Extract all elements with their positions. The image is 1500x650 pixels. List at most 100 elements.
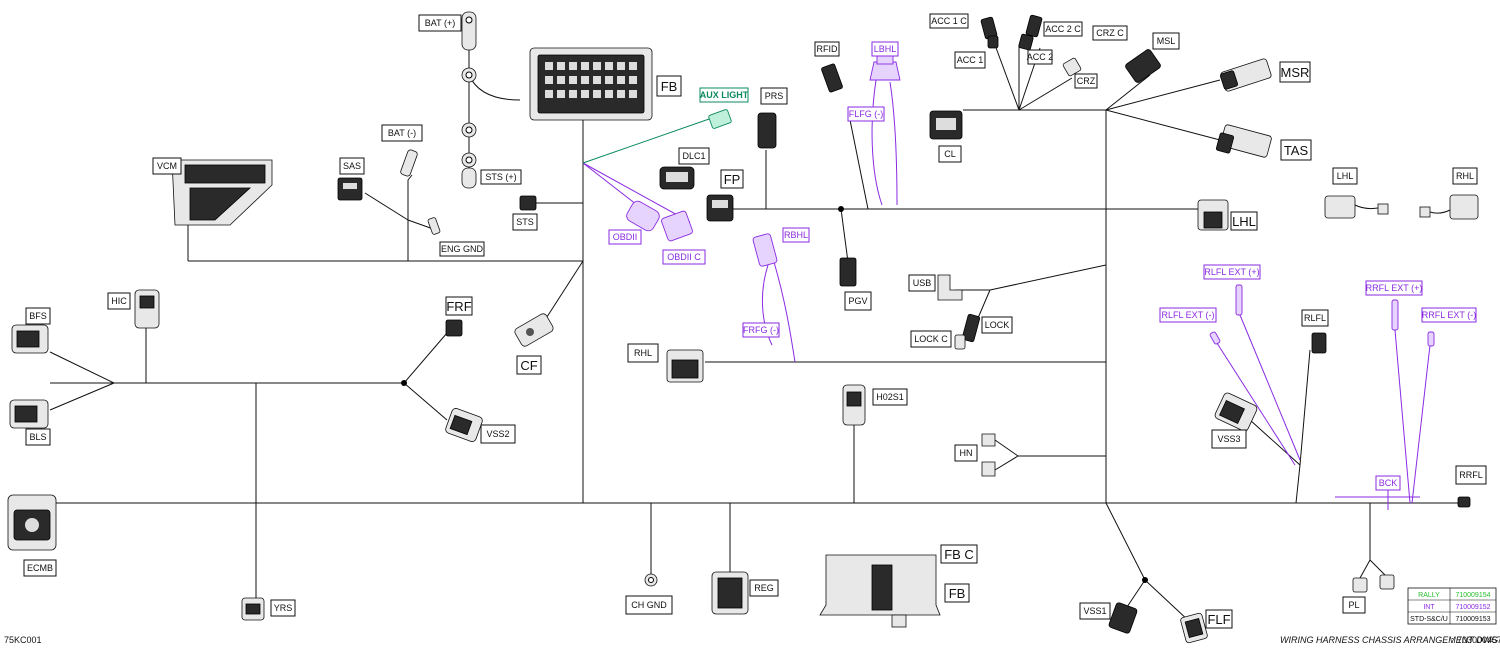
rev-row-2-part: 710009153	[1455, 616, 1490, 623]
label-ch-gnd: CH GND	[631, 600, 667, 610]
label-acc2: ACC 2	[1027, 52, 1054, 62]
label-dlc1: DLC1	[682, 151, 705, 161]
rev-row-1-label: INT	[1423, 604, 1435, 611]
rev-row-0-part: 710009154	[1455, 592, 1490, 599]
ecmb-connector-icon	[7, 494, 57, 551]
label-vss1: VSS1	[1083, 606, 1106, 616]
label-aux-light: AUX LIGHT	[700, 90, 749, 100]
junction-dots	[401, 206, 1148, 583]
dlc1-connector-icon	[659, 166, 695, 190]
label-boxes: BAT (+) FB AUX LIGHT PRS RFID LBHL FLFG …	[23, 13, 1487, 629]
fp-connector-icon	[706, 194, 734, 222]
label-bfs: BFS	[29, 311, 47, 321]
sts-connector-icon	[519, 195, 537, 211]
msr-connector-icon	[1219, 58, 1272, 92]
label-hn: HN	[960, 448, 973, 458]
label-hic: HIC	[111, 296, 127, 306]
vss2-connector-icon	[445, 408, 483, 442]
label-bls: BLS	[29, 432, 46, 442]
sas-connector-icon	[337, 177, 363, 201]
bat-neg-terminal-icon	[400, 149, 441, 235]
label-msr: MSR	[1281, 65, 1310, 80]
label-frf: FRF	[446, 299, 471, 314]
label-bat-pos: BAT (+)	[425, 18, 455, 28]
label-lockc: LOCK C	[914, 334, 948, 344]
rrfl-connector-icon	[1457, 496, 1471, 508]
prs-connector-icon	[757, 112, 777, 149]
cf-connector-icon	[514, 313, 554, 347]
label-bat-neg: BAT (-)	[388, 128, 416, 138]
vss3-connector-icon	[1214, 392, 1258, 432]
bfs-connector-icon	[11, 324, 49, 354]
cl-connector-icon	[929, 110, 963, 140]
aux-light-connector-icon	[708, 109, 732, 129]
footer-title: WIRING HARNESS CHASSIS ARRANGEMENT DWG	[1280, 635, 1498, 645]
label-flf: FLF	[1207, 612, 1230, 627]
label-obdii: OBDII	[613, 232, 638, 242]
ext-terminal-icons	[1209, 284, 1435, 347]
label-lhl-top: LHL	[1337, 171, 1354, 181]
pgv-connector-icon	[839, 257, 857, 287]
fb-c-connector-icon	[819, 554, 941, 628]
lhl-headlamp-icon	[1324, 195, 1389, 219]
hic-connector-icon	[134, 289, 160, 329]
label-rlfl-ext-neg: RLFL EXT (-)	[1161, 310, 1214, 320]
connectors	[7, 11, 1479, 644]
diagram-code: 75KC001	[4, 635, 42, 645]
label-cf: CF	[520, 358, 537, 373]
fb-fusebox-icon	[529, 47, 653, 121]
label-pl: PL	[1348, 600, 1359, 610]
label-rrfl-ext-pos: RRFL EXT (+)	[1366, 283, 1423, 293]
label-flfg: FLFG (-)	[849, 109, 884, 119]
label-crz: CRZ	[1077, 76, 1096, 86]
aux-light-wire	[582, 117, 713, 164]
label-rhl: RHL	[634, 348, 652, 358]
label-acc1: ACC 1	[957, 55, 984, 65]
rbhl-connector-icon	[752, 233, 778, 267]
label-vss3: VSS3	[1217, 434, 1240, 444]
label-fb: FB	[661, 79, 678, 94]
label-rlfl: RLFL	[1304, 313, 1326, 323]
rev-row-2-label: STD-S&C/U	[1410, 616, 1448, 623]
revision-table: RALLY 710009154 INT 710009152 STD-S&C/U …	[1407, 587, 1497, 625]
label-fb-c: FB C	[944, 547, 974, 562]
label-vss2: VSS2	[486, 429, 509, 439]
reg-connector-icon	[711, 571, 749, 615]
label-reg: REG	[754, 583, 774, 593]
label-rfid: RFID	[817, 44, 838, 54]
label-frfg: FRFG (-)	[743, 325, 779, 335]
label-pgv: PGV	[848, 296, 867, 306]
label-cl: CL	[944, 149, 956, 159]
label-crzc: CRZ C	[1096, 28, 1124, 38]
label-tas: TAS	[1284, 143, 1309, 158]
label-rlfl-ext-pos: RLFL EXT (+)	[1204, 267, 1259, 277]
label-sts: STS	[516, 217, 534, 227]
vcm-module-icon	[171, 159, 273, 226]
label-lbhl: LBHL	[874, 44, 897, 54]
label-acc2c: ACC 2 C	[1045, 24, 1081, 34]
bls-connector-icon	[9, 399, 49, 429]
obdii-connector-icon	[626, 200, 693, 242]
label-rbhl: RBHL	[784, 230, 808, 240]
pl-connector-icon	[1352, 574, 1395, 593]
label-bck: BCK	[1379, 478, 1398, 488]
lbhl-connector-icon	[869, 55, 901, 81]
label-sas: SAS	[343, 161, 361, 171]
label-eng-gnd: ENG GND	[441, 244, 484, 254]
rev-row-0-label: RALLY	[1418, 592, 1440, 599]
ch-gnd-terminal-icon	[644, 573, 658, 587]
label-rhl-top: RHL	[1456, 171, 1474, 181]
footer-sep: :	[1451, 635, 1454, 645]
footer-dwg-number: 703000457	[1457, 635, 1500, 645]
label-fb-bottom: FB	[949, 586, 966, 601]
label-usb: USB	[913, 278, 932, 288]
rlfl-connector-icon	[1311, 332, 1327, 354]
lock-connector-icon	[954, 313, 981, 350]
harness-wires	[49, 40, 1458, 623]
msl-connector-icon	[1125, 49, 1161, 83]
hn-horn-icon	[981, 433, 996, 477]
label-rrfl-ext-neg: RRFL EXT (-)	[1422, 310, 1477, 320]
label-yrs: YRS	[274, 603, 293, 613]
